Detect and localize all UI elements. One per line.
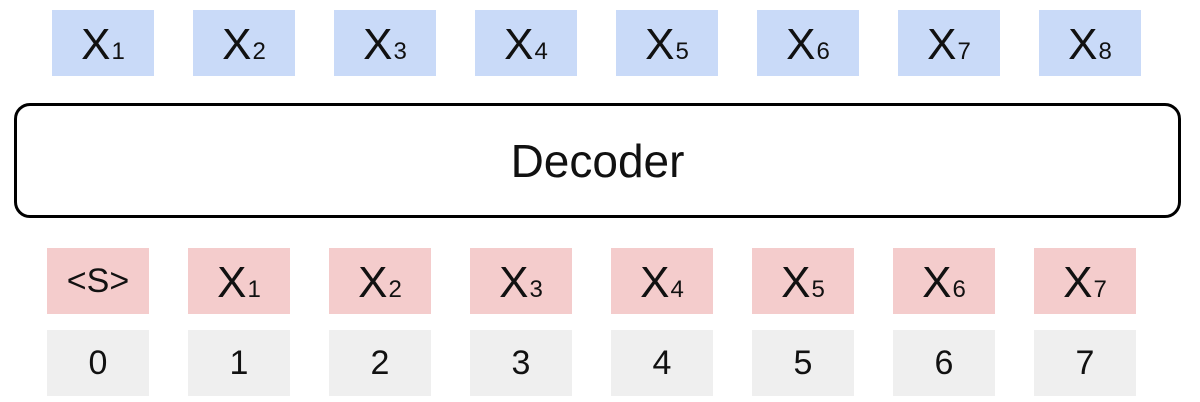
position-label: 6 (934, 344, 954, 382)
position-cell: 3 (470, 330, 572, 396)
position-label: 2 (370, 344, 390, 382)
position-label: 3 (511, 344, 531, 382)
decoder-label: Decoder (510, 134, 685, 187)
position-cell: 2 (329, 330, 431, 396)
position-label: 4 (652, 344, 672, 382)
position-cell: 7 (1034, 330, 1136, 396)
start-token: <S> (66, 262, 130, 300)
position-cell: 1 (188, 330, 290, 396)
position-cell: 6 (893, 330, 995, 396)
input-token-cell: <S> (47, 248, 149, 314)
position-label: 1 (229, 344, 249, 382)
position-cell: 5 (752, 330, 854, 396)
position-cell: 0 (47, 330, 149, 396)
decoder-block: Decoder (14, 103, 1181, 218)
position-label: 0 (88, 344, 108, 382)
position-label: 5 (793, 344, 813, 382)
position-cell: 4 (611, 330, 713, 396)
position-label: 7 (1075, 344, 1095, 382)
